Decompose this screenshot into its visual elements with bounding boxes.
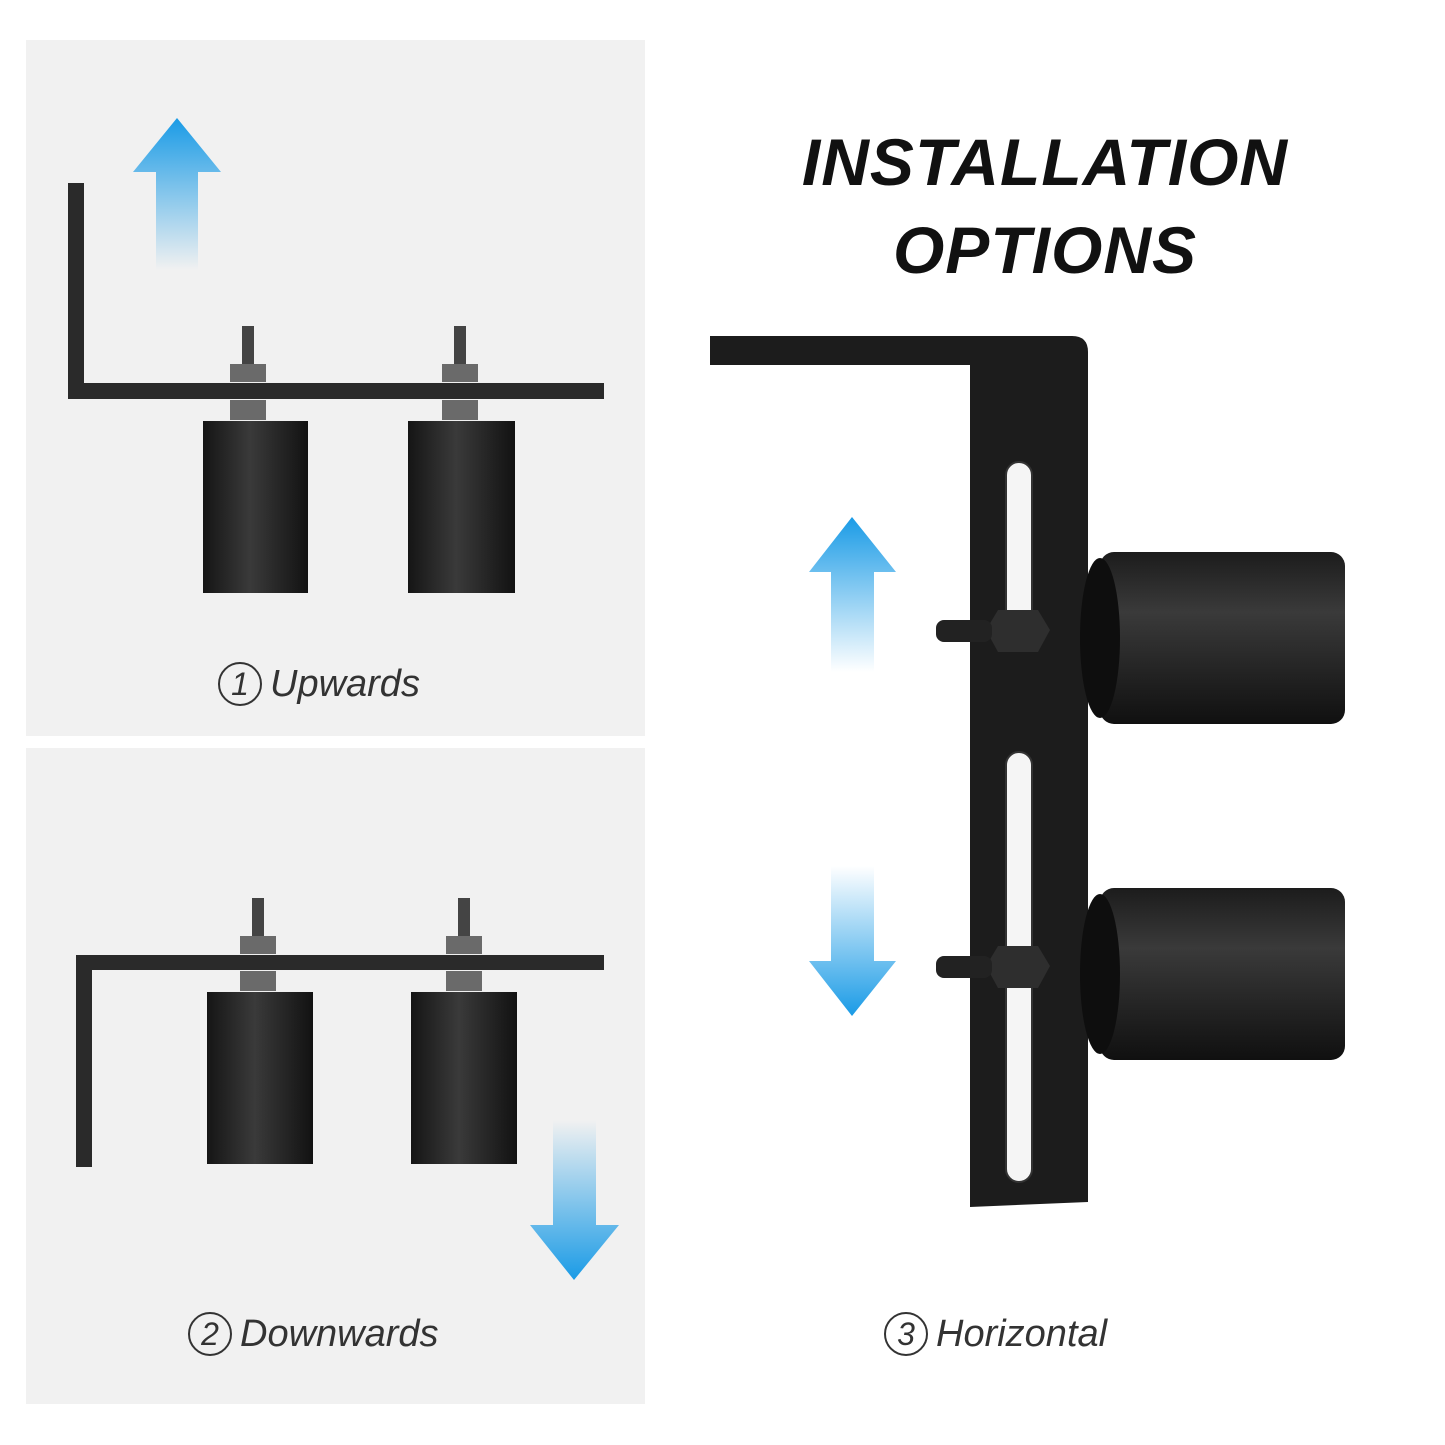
- caption-label: Downwards: [240, 1312, 439, 1355]
- step-number: 1: [218, 662, 262, 706]
- title-line-1: INSTALLATION: [801, 125, 1289, 199]
- option-downwards-panel: [26, 748, 645, 1404]
- step-number: 2: [188, 1312, 232, 1356]
- caption-horizontal: 3 Horizontal: [884, 1312, 1107, 1356]
- bracket-downwards: [76, 898, 604, 1167]
- down-arrow-icon: [530, 1120, 619, 1280]
- bracket-upwards: [68, 183, 604, 593]
- caption-upwards: 1 Upwards: [218, 662, 420, 706]
- title-line-2: OPTIONS: [892, 213, 1198, 287]
- up-arrow-icon: [133, 118, 221, 270]
- caption-label: Upwards: [270, 662, 420, 705]
- caption-downwards: 2 Downwards: [188, 1312, 439, 1356]
- caption-label: Horizontal: [936, 1312, 1108, 1355]
- up-down-arrow-icon: [809, 517, 896, 1016]
- step-number: 3: [884, 1312, 928, 1356]
- bracket-horizontal: [710, 336, 1345, 1207]
- page-title: INSTALLATION OPTIONS: [760, 118, 1330, 294]
